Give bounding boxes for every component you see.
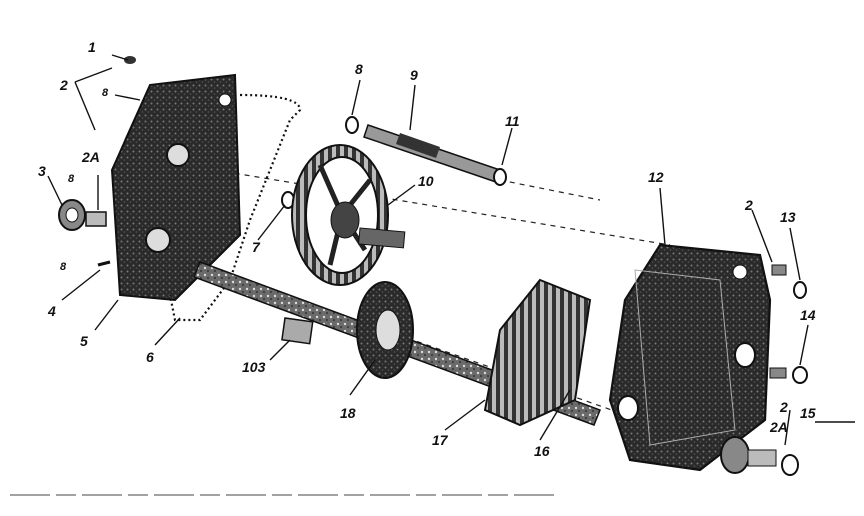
label-103: 103: [242, 359, 266, 375]
label-6: 6: [146, 349, 154, 365]
ring-11: [493, 168, 507, 186]
label-2A-left: 2A: [81, 149, 100, 165]
gear-housing-12: [608, 243, 772, 472]
label-2-right: 2: [744, 197, 753, 213]
label-8: 8: [102, 87, 109, 99]
label-2-lower-right: 2: [779, 399, 788, 415]
washer-8: [345, 116, 359, 134]
bearing-3: [58, 199, 86, 231]
label-16: 16: [534, 443, 550, 459]
label-7: 7: [252, 239, 261, 255]
bushing-2A-left: [85, 211, 107, 227]
bearing-15: [720, 436, 799, 476]
clip-14: [769, 366, 808, 384]
label-2A-right: 2A: [769, 419, 788, 435]
label-8b: 8: [68, 173, 75, 185]
alignment-line-lower: [199, 264, 641, 421]
gasket: [168, 93, 302, 322]
label-4: 4: [47, 303, 56, 319]
screw-2-right: [771, 264, 787, 276]
washer-13: [793, 281, 807, 299]
label-13: 13: [780, 209, 796, 225]
sleeve-103: [281, 317, 314, 345]
label-2: 2: [59, 77, 68, 93]
label-15: 15: [800, 405, 816, 421]
label-8-top: 8: [355, 61, 363, 77]
cover-plate: [110, 73, 242, 302]
pin-4: [97, 260, 111, 267]
label-12: 12: [648, 169, 664, 185]
label-5: 5: [80, 333, 88, 349]
label-1: 1: [88, 39, 96, 55]
chain-17: [483, 278, 592, 427]
label-14: 14: [800, 307, 816, 323]
alignment-line-shaft: [499, 179, 601, 201]
screw-1: [111, 54, 136, 64]
leader-lines: [47, 67, 855, 446]
label-18: 18: [340, 405, 356, 421]
label-10: 10: [418, 173, 434, 189]
label-8c: 8: [60, 261, 67, 273]
label-3: 3: [38, 163, 46, 179]
alignment-line-upper: [214, 169, 671, 246]
sprocket-18: [356, 281, 414, 379]
label-17: 17: [432, 432, 449, 448]
gear-wheel-10: [291, 144, 406, 286]
label-11: 11: [505, 113, 520, 129]
label-9: 9: [410, 67, 418, 83]
